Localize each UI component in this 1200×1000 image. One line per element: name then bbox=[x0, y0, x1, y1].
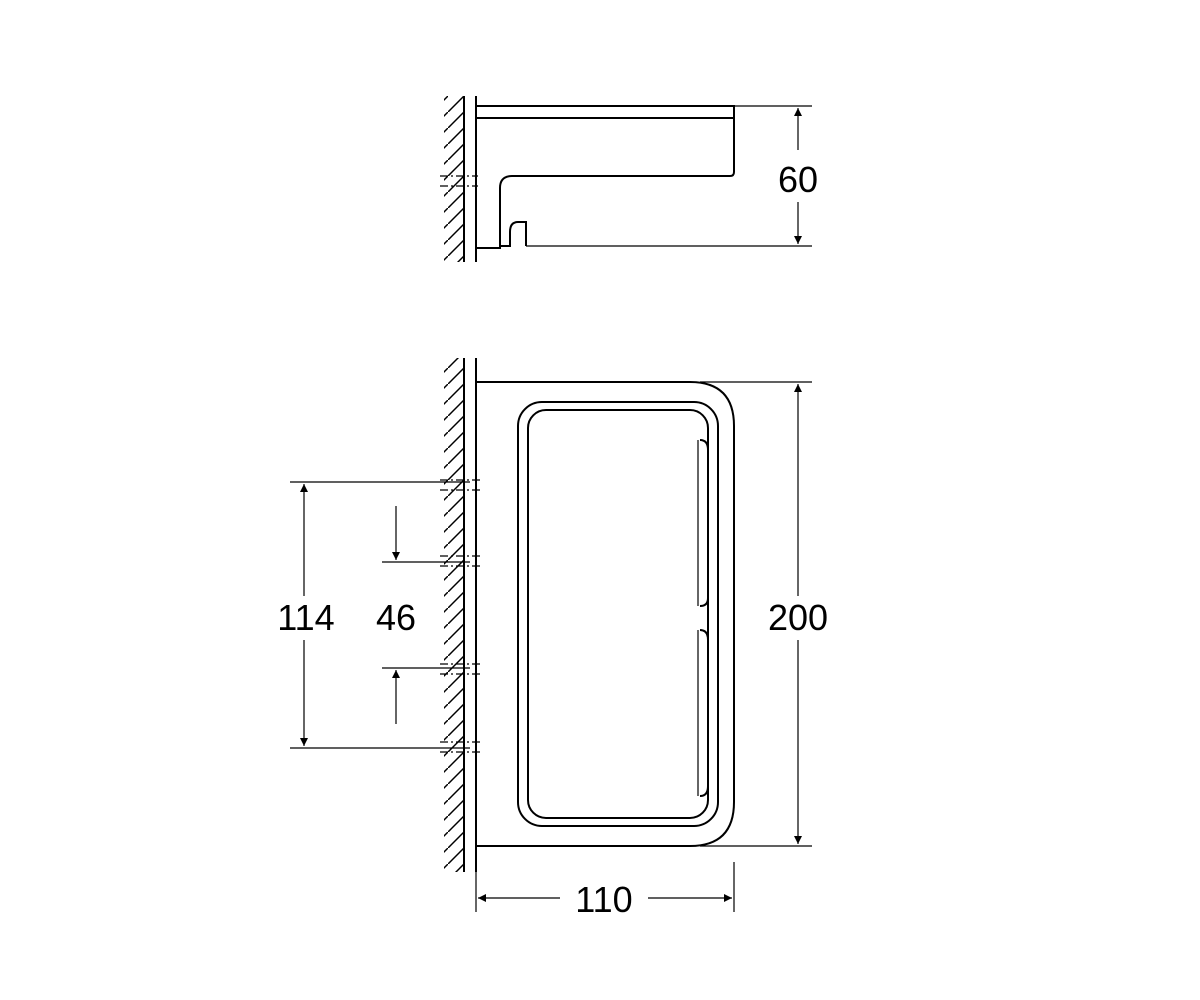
tray-outer-rim bbox=[517, 401, 719, 827]
front-view: 200 110 114 46 bbox=[277, 358, 828, 920]
dim-height-label: 200 bbox=[768, 597, 828, 638]
tray-inner-rim bbox=[527, 409, 709, 819]
shelf-outer-outline bbox=[476, 381, 735, 847]
dim-width-label: 110 bbox=[575, 879, 632, 920]
drain-slot-upper bbox=[699, 439, 709, 607]
wall-hatch-top bbox=[444, 96, 464, 262]
shelf-profile bbox=[476, 105, 735, 249]
dim-screw-offset-label: 46 bbox=[376, 597, 416, 638]
drain-slot-lower bbox=[699, 629, 709, 797]
dim-depth-label: 60 bbox=[778, 159, 818, 200]
side-view: 60 bbox=[440, 96, 818, 262]
dim-mount-spacing-label: 114 bbox=[277, 597, 334, 638]
wall-hatch-front bbox=[444, 358, 464, 872]
shelf-clip bbox=[500, 221, 527, 247]
